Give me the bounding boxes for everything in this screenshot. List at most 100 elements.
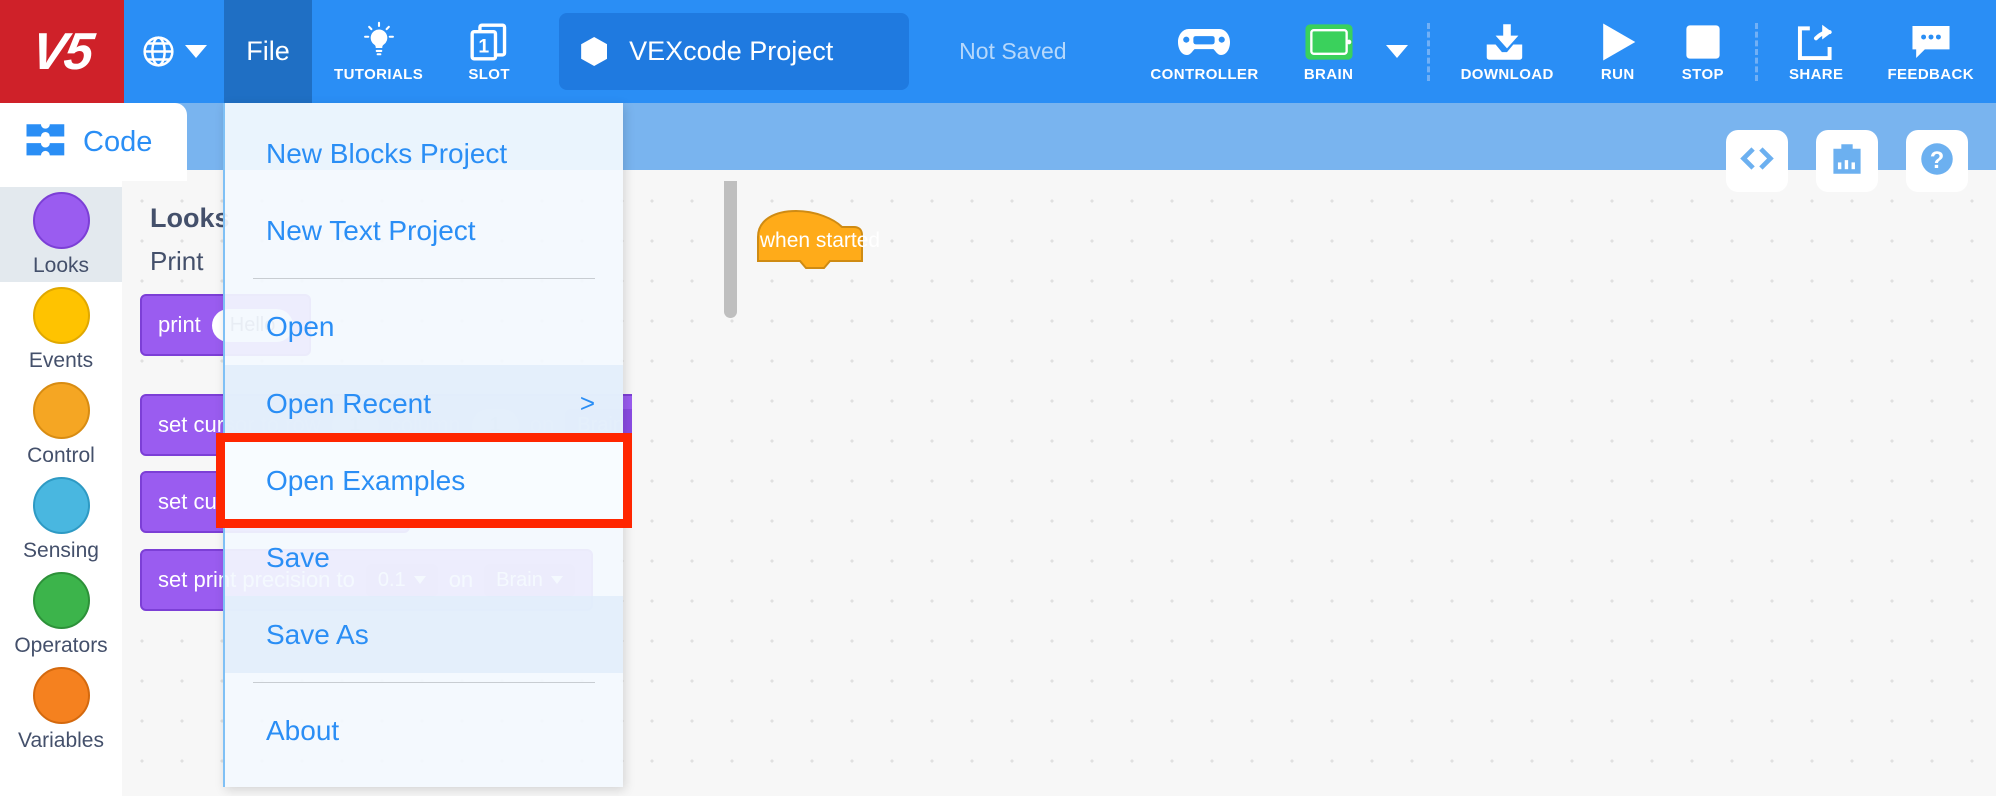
- workspace-block-when-started[interactable]: [754, 205, 886, 277]
- category-events[interactable]: Events: [0, 282, 122, 377]
- comment-icon: [1910, 20, 1952, 64]
- category-color-dot: [32, 191, 90, 249]
- toolbar-divider-2: [1754, 22, 1758, 81]
- hexagon-icon: [581, 37, 608, 66]
- feedback-label: FEEDBACK: [1887, 66, 1974, 83]
- v5-logo[interactable]: V5: [0, 0, 124, 103]
- toolbar-divider: [1426, 22, 1430, 81]
- controller-label: CONTROLLER: [1150, 66, 1259, 83]
- category-rail: Looks Events Control Sensing Operators V…: [0, 181, 122, 796]
- submenu-arrow-icon: >: [579, 388, 595, 418]
- menu-item-save-as[interactable]: Save As: [225, 596, 623, 673]
- category-label: Variables: [18, 728, 104, 752]
- brain-dropdown[interactable]: [1377, 0, 1418, 103]
- feedback-button[interactable]: FEEDBACK: [1865, 0, 1996, 103]
- menu-separator-2: [253, 682, 595, 683]
- menu-item-open-recent[interactable]: Open Recent >: [225, 365, 623, 442]
- block-text: print: [158, 312, 201, 337]
- stop-button[interactable]: STOP: [1660, 0, 1746, 103]
- brain-icon: [1303, 20, 1355, 64]
- stop-icon: [1684, 20, 1722, 64]
- palette-subheading: Print: [150, 246, 204, 276]
- controller-button[interactable]: CONTROLLER: [1128, 0, 1280, 103]
- slot-icon: 1: [467, 20, 511, 64]
- menu-item-about[interactable]: About: [225, 692, 623, 769]
- category-color-dot: [32, 666, 90, 724]
- category-color-dot: [32, 381, 90, 439]
- slot-selector[interactable]: 1 SLOT: [445, 0, 533, 103]
- menu-item-label: Open Examples: [266, 464, 466, 496]
- code-tab[interactable]: Code: [0, 103, 187, 181]
- category-operators[interactable]: Operators: [0, 567, 122, 662]
- category-color-dot: [32, 571, 90, 629]
- v5-logo-text: V5: [28, 22, 96, 81]
- download-button[interactable]: DOWNLOAD: [1439, 0, 1576, 103]
- category-label: Control: [27, 443, 95, 467]
- stop-label: STOP: [1681, 66, 1724, 83]
- category-label: Looks: [32, 253, 90, 277]
- code-tab-label: Code: [83, 125, 153, 158]
- palette-heading: Looks: [150, 203, 230, 233]
- chevron-down-icon: [1377, 30, 1408, 74]
- menu-item-open-examples[interactable]: Open Examples: [216, 433, 632, 528]
- category-sensing[interactable]: Sensing: [0, 472, 122, 567]
- menu-item-label: Save: [266, 541, 330, 573]
- svg-text:1: 1: [479, 35, 490, 57]
- share-button[interactable]: SHARE: [1767, 0, 1866, 103]
- menu-item-label: New Text Project: [266, 214, 476, 246]
- save-status: Not Saved: [909, 0, 1116, 103]
- play-icon: [1598, 20, 1638, 64]
- run-button[interactable]: RUN: [1576, 0, 1660, 103]
- brain-label: BRAIN: [1303, 66, 1354, 83]
- menu-item-label: Save As: [266, 618, 369, 650]
- file-menu-button[interactable]: File: [224, 0, 312, 103]
- language-selector[interactable]: [124, 0, 224, 103]
- console-icon: [1830, 143, 1864, 180]
- tutorials-label: TUTORIALS: [334, 66, 424, 83]
- slot-label: SLOT: [468, 66, 510, 83]
- help-button[interactable]: ?: [1906, 130, 1968, 192]
- top-toolbar: V5 File: [0, 0, 1996, 103]
- blocks-icon: [24, 122, 69, 162]
- category-looks[interactable]: Looks: [0, 187, 122, 282]
- lightbulb-icon: [358, 20, 400, 64]
- blocks-workspace[interactable]: when started: [632, 181, 1996, 796]
- run-label: RUN: [1600, 66, 1635, 83]
- menu-item-new-blocks-project[interactable]: New Blocks Project: [225, 115, 623, 192]
- gamepad-icon: [1178, 20, 1231, 64]
- category-label: Sensing: [23, 538, 99, 562]
- menu-item-label: Open: [266, 310, 335, 342]
- topbar-spacer: [1117, 0, 1129, 103]
- code-brackets-icon: [1738, 145, 1776, 177]
- menu-item-new-text-project[interactable]: New Text Project: [225, 192, 623, 269]
- toggle-text-view-button[interactable]: [1726, 130, 1788, 192]
- menu-separator: [253, 278, 595, 279]
- question-icon: ?: [1919, 141, 1955, 182]
- download-icon: [1484, 20, 1530, 64]
- file-dropdown-menu[interactable]: New Blocks Project New Text Project Open…: [216, 103, 632, 787]
- category-color-dot: [32, 286, 90, 344]
- category-variables[interactable]: Variables: [0, 662, 122, 757]
- category-control[interactable]: Control: [0, 377, 122, 472]
- project-name-field[interactable]: VEXcode Project: [559, 13, 910, 90]
- brain-button[interactable]: BRAIN: [1281, 0, 1377, 103]
- category-label: Operators: [14, 633, 108, 657]
- tutorials-button[interactable]: TUTORIALS: [312, 0, 445, 103]
- menu-item-label: About: [266, 714, 340, 746]
- workspace-vertical-scrollbar[interactable]: [724, 181, 737, 318]
- category-label: Events: [28, 348, 94, 372]
- print-console-button[interactable]: [1816, 130, 1878, 192]
- menu-item-save[interactable]: Save: [225, 519, 623, 596]
- save-status-text: Not Saved: [959, 38, 1067, 64]
- menu-item-open[interactable]: Open: [225, 288, 623, 365]
- globe-icon: [141, 34, 176, 69]
- menu-item-label: Open Recent: [266, 387, 431, 419]
- project-name-value: VEXcode Project: [629, 36, 834, 66]
- share-icon: [1795, 20, 1837, 64]
- category-color-dot: [32, 476, 90, 534]
- chevron-down-icon: [185, 45, 207, 58]
- download-label: DOWNLOAD: [1460, 66, 1554, 83]
- file-menu-label: File: [246, 36, 290, 66]
- svg-text:?: ?: [1930, 148, 1944, 174]
- right-tool-group: ?: [1726, 130, 1968, 192]
